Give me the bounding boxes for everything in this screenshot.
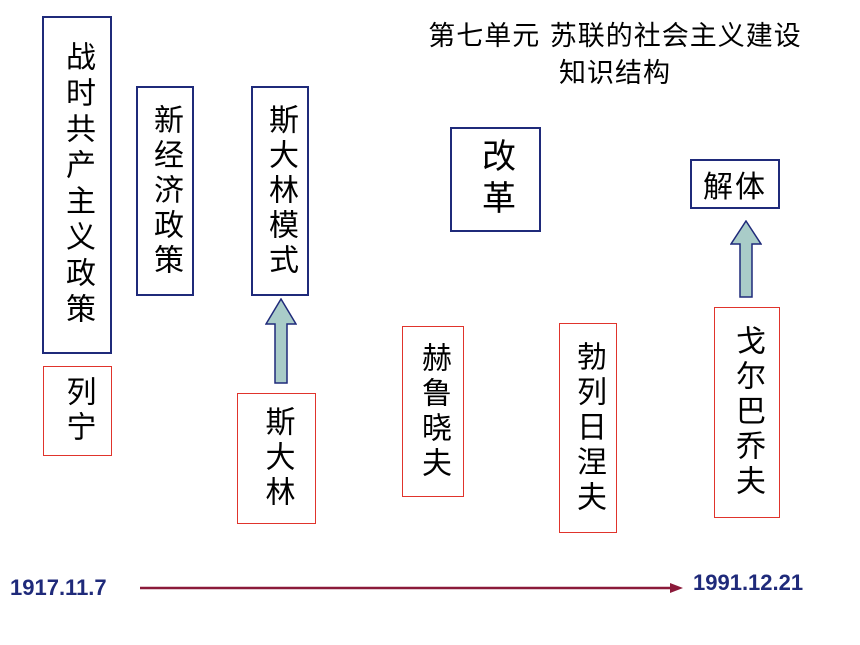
lenin-label: 列宁 <box>60 376 96 446</box>
brezhnev-label: 勃列日涅夫 <box>571 340 606 516</box>
up-arrow-icon <box>265 298 297 384</box>
timeline-arrow <box>140 583 683 593</box>
stalin-model-box: 斯大林模式 <box>251 86 309 296</box>
timeline-start-date: 1917.11.7 <box>10 575 107 600</box>
stalin-box: 斯大林 <box>237 393 316 524</box>
new-economic-policy-label: 新经济政策 <box>148 103 183 279</box>
dissolution-label: 解体 <box>703 170 767 205</box>
dissolution-box: 解体 <box>690 159 780 209</box>
khrushchev-box: 赫鲁晓夫 <box>402 326 464 497</box>
gorbachev-box: 戈尔巴乔夫 <box>714 307 780 518</box>
gorbachev-label: 戈尔巴乔夫 <box>730 325 765 500</box>
stalin-model-label: 斯大林模式 <box>263 103 298 279</box>
diagram-title: 第七单元 苏联的社会主义建设 知识结构 <box>380 18 850 92</box>
lenin-box: 列宁 <box>43 366 112 456</box>
title-line-1: 第七单元 苏联的社会主义建设 <box>428 21 802 52</box>
timeline-end-date: 1991.12.21 <box>693 570 804 595</box>
reform-box: 改革 <box>450 127 541 232</box>
war-communism-box: 战时共产主义政策 <box>42 16 112 354</box>
new-economic-policy-box: 新经济政策 <box>136 86 194 296</box>
brezhnev-box: 勃列日涅夫 <box>559 323 617 533</box>
reform-label: 改革 <box>475 137 516 222</box>
up-arrow-icon <box>730 220 762 298</box>
war-communism-label: 战时共产主义政策 <box>60 41 95 329</box>
khrushchev-label: 赫鲁晓夫 <box>416 341 451 482</box>
title-line-2: 知识结构 <box>559 58 671 89</box>
stalin-label: 斯大林 <box>259 406 295 511</box>
